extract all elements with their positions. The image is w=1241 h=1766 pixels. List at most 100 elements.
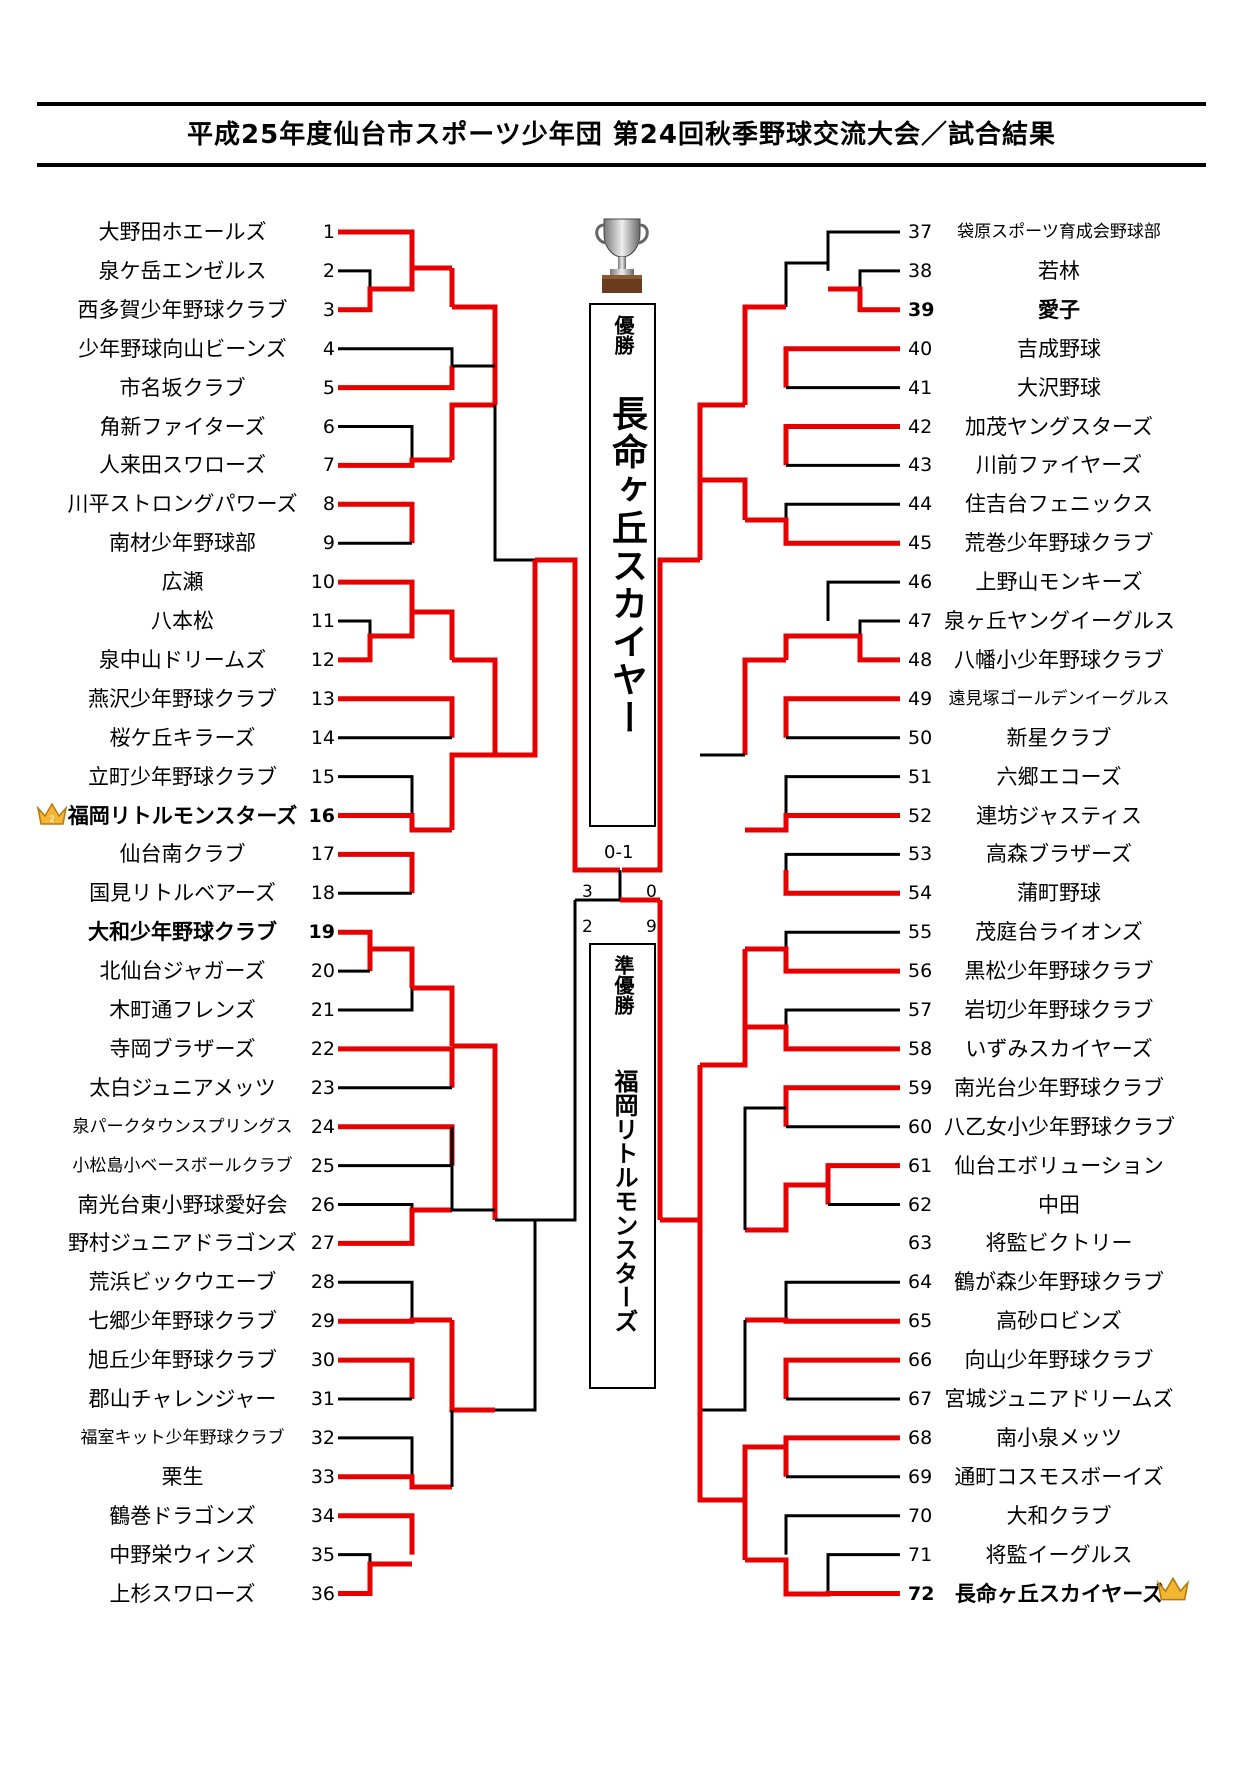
team-name: 桜ケ丘キラーズ (109, 725, 256, 750)
team-name: 国見リトルベアーズ (89, 881, 276, 906)
team-name: 長命ヶ丘スカイヤーズ (954, 1581, 1164, 1606)
team-number: 30 (310, 1349, 335, 1372)
team-number: 33 (310, 1465, 335, 1488)
team-name: 通町コスモスボーイズ (954, 1464, 1164, 1489)
winner-line (742, 1444, 786, 1560)
team-number: 71 (908, 1543, 933, 1566)
runnerup-name: 福岡リトルモンスターズ (610, 1069, 639, 1333)
team-name: 七郷少年野球クラブ (88, 1309, 277, 1334)
team-number: 41 (908, 376, 933, 399)
bracket-line (784, 775, 900, 816)
winner-line (449, 402, 495, 460)
team-number: 69 (908, 1465, 933, 1488)
winner-line (338, 851, 415, 894)
team-name: 寺岡ブラザーズ (109, 1036, 256, 1061)
team-number: 14 (310, 726, 335, 749)
team-name: 大和少年野球クラブ (88, 920, 277, 945)
team-number: 3 (322, 298, 335, 321)
team-name: 南小泉メッツ (996, 1425, 1122, 1450)
team-name: 川平ストロングパワーズ (67, 492, 298, 517)
winner-line (745, 813, 900, 833)
bracket-line (338, 1553, 372, 1594)
team-number: 52 (908, 804, 933, 827)
team-name: 岩切少年野球クラブ (964, 998, 1154, 1022)
trophy-icon (595, 218, 649, 293)
team-name: 鶴が森少年野球クラブ (954, 1270, 1164, 1295)
team-number: 50 (908, 726, 933, 749)
team-name: 上杉スワローズ (109, 1581, 256, 1606)
team-number: 66 (908, 1349, 933, 1372)
winner-line (412, 985, 455, 1046)
team-number: 57 (908, 999, 933, 1021)
team-name: 愛子 (1038, 297, 1080, 322)
team-name: 南材少年野球部 (109, 531, 256, 556)
team-number: 1 (322, 221, 335, 243)
winner-line (745, 517, 900, 546)
team-name: 吉成野球 (1017, 336, 1101, 361)
team-number: 9 (322, 532, 335, 555)
team-name: 立町少年野球クラブ (88, 764, 277, 789)
winner-line (828, 633, 900, 663)
team-name: 大和クラブ (1006, 1503, 1112, 1528)
team-name: 袋原スポーツ育成会野球部 (957, 222, 1161, 242)
winner-line (742, 304, 786, 405)
bracket-line (338, 988, 414, 1012)
team-number: 40 (908, 337, 933, 360)
team-name: 福室キット少年野球クラブ (80, 1427, 285, 1448)
team-name: 燕沢少年野球クラブ (88, 686, 277, 711)
team-name: 小松島小ベースボールクラブ (72, 1155, 293, 1176)
team-number: 11 (310, 610, 335, 632)
bracket-line (338, 775, 414, 816)
team-number: 38 (908, 259, 933, 282)
team-number: 28 (310, 1271, 335, 1294)
bracket-line (784, 1008, 900, 1049)
team-number: 43 (908, 454, 933, 477)
bracket-line (784, 502, 900, 544)
team-number: 72 (908, 1582, 935, 1605)
winner-line (338, 268, 415, 313)
bottom-rule (37, 163, 1206, 167)
team-name: 遠見塚ゴールデンイーグルス (948, 688, 1170, 709)
team-number: 37 (908, 221, 933, 243)
winner-line (452, 1043, 498, 1220)
team-number: 42 (908, 415, 933, 438)
team-number: 63 (908, 1232, 933, 1255)
team-number: 34 (310, 1504, 335, 1527)
winner-line (783, 346, 900, 388)
team-name: 少年野球向山ビーンズ (78, 336, 287, 361)
team-name: 上野山モンキーズ (975, 570, 1143, 595)
team-name: 蒲町野球 (1017, 881, 1101, 906)
team-number: 60 (908, 1115, 933, 1138)
team-number: 54 (908, 882, 933, 905)
team-name: 連坊ジャスティス (976, 803, 1142, 828)
team-number: 23 (310, 1076, 335, 1099)
winner-line (697, 402, 745, 560)
bracket-line (338, 347, 454, 388)
winner-line (338, 1124, 455, 1166)
team-name: 郡山チャレンジャー (88, 1387, 277, 1411)
winner-line (535, 557, 620, 873)
team-number: 56 (908, 960, 933, 983)
winner-line (783, 696, 900, 738)
team-name: 仙台南クラブ (119, 842, 246, 867)
team-number: 39 (908, 298, 935, 321)
team-name: 将監イーグルス (985, 1542, 1133, 1567)
winner-line (783, 1435, 900, 1477)
winner-line (745, 1317, 900, 1324)
team-name: 栗生 (161, 1464, 204, 1489)
runnerup-label: 準優勝 (611, 955, 635, 1015)
team-number: 13 (310, 687, 335, 710)
winner-line (745, 946, 900, 974)
team-number: 27 (310, 1232, 335, 1255)
team-number: 35 (310, 1543, 335, 1566)
team-name: 北仙台ジャガーズ (99, 959, 266, 984)
winner-line (700, 477, 748, 520)
svg-text:2: 2 (49, 815, 55, 825)
team-number: 4 (322, 337, 335, 360)
bracket-line (700, 1320, 747, 1412)
team-name: 宮城ジュニアドリームズ (944, 1387, 1174, 1411)
team-number: 24 (310, 1115, 335, 1138)
winner-line (697, 1410, 745, 1503)
winner-line (449, 1320, 495, 1413)
bracket-line (858, 619, 900, 660)
